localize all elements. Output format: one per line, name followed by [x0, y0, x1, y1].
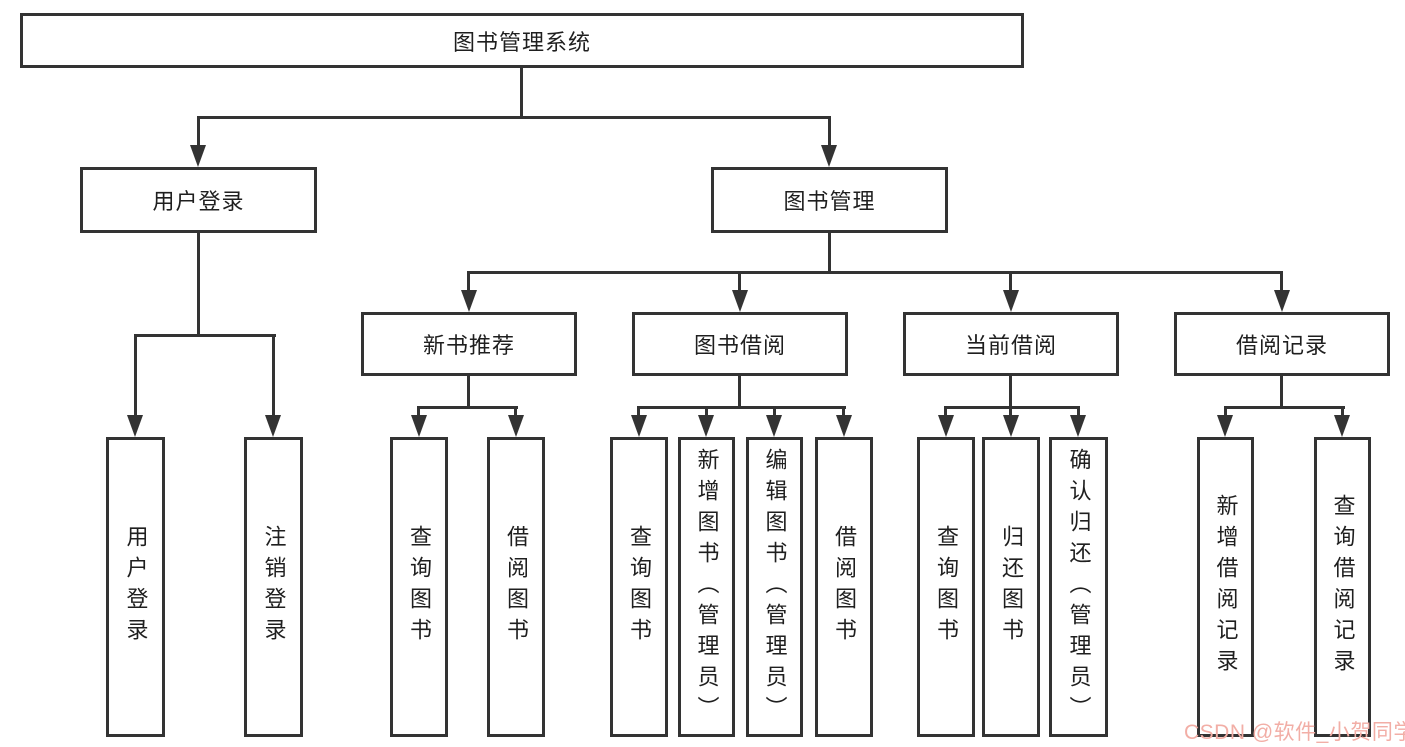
arrow-down-icon — [461, 290, 477, 312]
node-borrowing-records-label: 借阅记录 — [1235, 333, 1328, 358]
leaf-logout: 注销登录 — [244, 437, 303, 737]
arrow-down-icon — [1334, 415, 1350, 437]
arrow-down-icon — [766, 415, 782, 437]
connector-cb-rail — [944, 406, 1080, 409]
connector-drop — [842, 406, 845, 418]
arrow-down-icon — [732, 290, 748, 312]
leaf-nbr-borrow-books-label: 借阅图书 — [504, 525, 529, 649]
node-user-login-label: 用户登录 — [152, 189, 245, 214]
node-book-borrowing: 图书借阅 — [632, 312, 848, 376]
connector-drop-leaf-logout — [272, 334, 275, 418]
arrow-down-icon — [821, 145, 837, 167]
leaf-nbr-query-books-label: 查询图书 — [407, 525, 432, 649]
leaf-bb-borrow-books: 借阅图书 — [815, 437, 873, 737]
arrow-down-icon — [190, 145, 206, 167]
leaf-bb-query-books-label: 查询图书 — [627, 525, 652, 649]
leaf-cb-return-books: 归还图书 — [982, 437, 1040, 737]
arrow-down-icon — [631, 415, 647, 437]
connector-drop-new-book — [467, 271, 470, 293]
arrow-down-icon — [1003, 415, 1019, 437]
arrow-down-icon — [1274, 290, 1290, 312]
connector-cb-stem — [1009, 374, 1012, 408]
connector-drop-current-borrowing — [1009, 271, 1012, 293]
leaf-user-login: 用户登录 — [106, 437, 165, 737]
watermark: CSDN @软件_小贺同学 — [1184, 721, 1405, 744]
connector-drop — [637, 406, 640, 418]
connector-level3-rail — [467, 271, 1283, 274]
arrow-down-icon — [836, 415, 852, 437]
node-new-book-recommend-label: 新书推荐 — [422, 333, 515, 358]
node-book-borrowing-label: 图书借阅 — [693, 333, 786, 358]
leaf-nbr-query-books: 查询图书 — [390, 437, 448, 737]
connector-drop-book-borrowing — [738, 271, 741, 293]
node-book-management-label: 图书管理 — [783, 189, 876, 214]
connector-br-stem — [1280, 374, 1283, 408]
node-current-borrowing-label: 当前借阅 — [964, 333, 1057, 358]
leaf-br-add-record-label: 新增借阅记录 — [1213, 494, 1239, 680]
connector-drop-book-management — [828, 116, 831, 148]
connector-root-stem — [520, 66, 523, 118]
connector-drop — [1077, 406, 1080, 418]
connector-level2-rail — [197, 116, 831, 119]
leaf-bb-edit-books-admin-label: 编辑图书（管理员） — [762, 447, 788, 727]
leaf-br-query-record: 查询借阅记录 — [1314, 437, 1371, 737]
leaf-bb-borrow-books-label: 借阅图书 — [832, 525, 857, 649]
arrow-down-icon — [265, 415, 281, 437]
connector-nbr-stem — [467, 374, 470, 408]
arrow-down-icon — [698, 415, 714, 437]
arrow-down-icon — [1217, 415, 1233, 437]
node-user-login: 用户登录 — [80, 167, 317, 233]
connector-drop — [1224, 406, 1227, 418]
connector-user-login-stem — [197, 231, 200, 337]
node-book-management: 图书管理 — [711, 167, 948, 233]
node-root: 图书管理系统 — [20, 13, 1024, 68]
connector-drop — [705, 406, 708, 418]
node-root-label: 图书管理系统 — [452, 29, 591, 55]
leaf-cb-confirm-return-admin-label: 确认归还（管理员） — [1066, 447, 1092, 727]
connector-book-management-stem — [828, 231, 831, 274]
connector-drop — [944, 406, 947, 418]
leaf-bb-query-books: 查询图书 — [610, 437, 668, 737]
leaf-br-add-record: 新增借阅记录 — [1197, 437, 1254, 737]
leaf-user-login-label: 用户登录 — [123, 525, 149, 649]
leaf-bb-add-books-admin: 新增图书（管理员） — [678, 437, 735, 737]
leaf-logout-label: 注销登录 — [261, 525, 287, 649]
node-borrowing-records: 借阅记录 — [1174, 312, 1390, 376]
arrow-down-icon — [411, 415, 427, 437]
connector-drop — [514, 406, 517, 418]
connector-drop — [773, 406, 776, 418]
leaf-nbr-borrow-books: 借阅图书 — [487, 437, 545, 737]
leaf-bb-edit-books-admin: 编辑图书（管理员） — [746, 437, 803, 737]
arrow-down-icon — [508, 415, 524, 437]
connector-drop — [1341, 406, 1344, 418]
connector-br-rail — [1224, 406, 1345, 409]
leaf-cb-query-books: 查询图书 — [917, 437, 975, 737]
node-new-book-recommend: 新书推荐 — [361, 312, 577, 376]
connector-user-login-rail — [134, 334, 276, 337]
leaf-cb-query-books-label: 查询图书 — [934, 525, 959, 649]
connector-drop — [1009, 406, 1012, 418]
connector-drop-user-login — [197, 116, 200, 148]
connector-nbr-rail — [417, 406, 518, 409]
arrow-down-icon — [938, 415, 954, 437]
leaf-br-query-record-label: 查询借阅记录 — [1330, 494, 1356, 680]
arrow-down-icon — [1003, 290, 1019, 312]
leaf-cb-return-books-label: 归还图书 — [999, 525, 1024, 649]
connector-drop-leaf-user-login — [134, 334, 137, 418]
connector-bb-stem — [738, 374, 741, 408]
node-current-borrowing: 当前借阅 — [903, 312, 1119, 376]
leaf-bb-add-books-admin-label: 新增图书（管理员） — [694, 447, 720, 727]
arrow-down-icon — [1070, 415, 1086, 437]
connector-drop-borrowing-records — [1280, 271, 1283, 293]
connector-bb-rail — [637, 406, 846, 409]
arrow-down-icon — [127, 415, 143, 437]
leaf-cb-confirm-return-admin: 确认归还（管理员） — [1049, 437, 1108, 737]
connector-drop — [417, 406, 420, 418]
